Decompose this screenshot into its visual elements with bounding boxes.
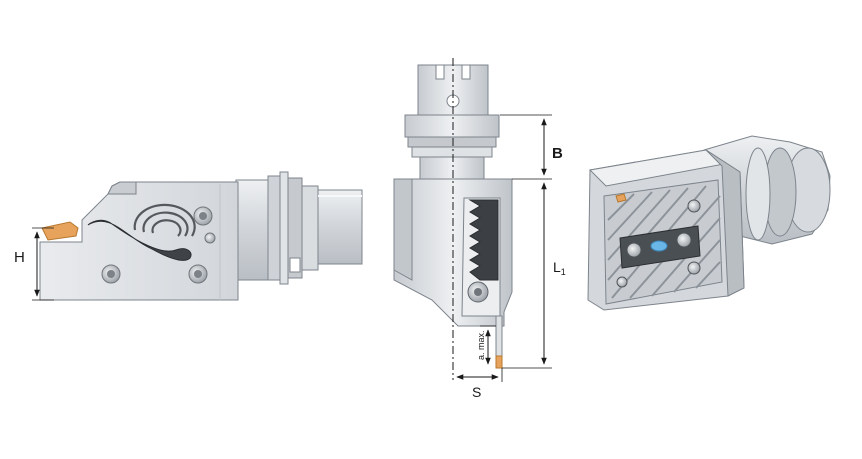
front-view-body — [393, 178, 513, 369]
dimension-b: B — [500, 114, 563, 180]
dimension-h: H — [14, 227, 54, 301]
svg-text:L1: L1 — [553, 259, 566, 277]
dimension-a-max: a. max. — [476, 325, 496, 365]
screw-icon — [676, 232, 692, 248]
dimension-label-b: B — [552, 145, 563, 162]
iso-body — [587, 149, 745, 311]
dimension-l1: L1 — [502, 182, 566, 369]
screw-icon — [687, 199, 701, 213]
dimension-s: S — [456, 368, 503, 400]
dimension-label-a-max: a. max. — [476, 330, 486, 360]
cutting-insert — [495, 355, 503, 369]
side-view-body — [39, 181, 239, 301]
screw-icon — [204, 232, 216, 244]
front-view-shank — [404, 64, 500, 180]
isometric-view — [587, 135, 831, 311]
dimension-label-l1-subscript: 1 — [561, 267, 566, 277]
screw-icon — [616, 276, 628, 288]
side-view: H — [14, 171, 363, 301]
dimension-label-h: H — [14, 249, 25, 266]
spiral-coolant-channel — [133, 203, 196, 237]
screw-icon — [687, 261, 701, 275]
dimension-label-s: S — [472, 384, 481, 400]
cutting-insert — [41, 221, 79, 241]
cutting-insert — [615, 193, 627, 203]
front-view: B L1 a. max. S — [393, 58, 566, 400]
screw-icon — [626, 242, 642, 258]
side-view-shank — [235, 171, 363, 285]
dimension-label-l1: L — [553, 259, 561, 275]
coolant-outlet-icon — [650, 240, 668, 252]
